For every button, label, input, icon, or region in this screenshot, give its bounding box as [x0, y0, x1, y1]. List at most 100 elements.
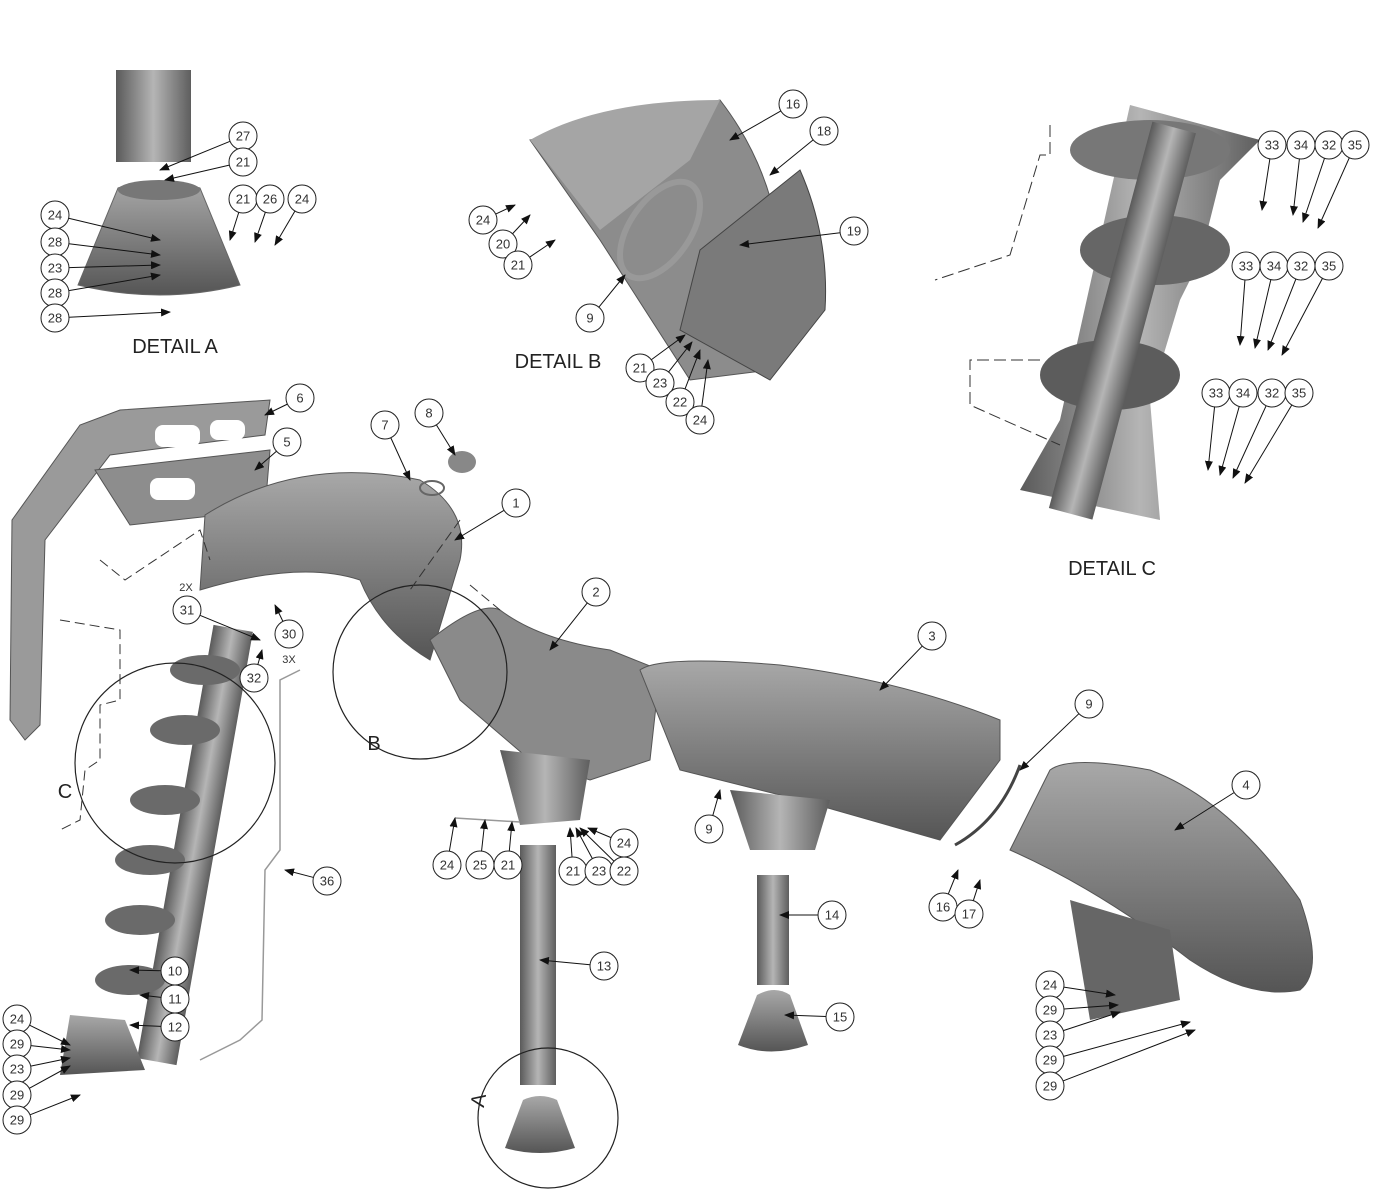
balloon-circle: [1284, 378, 1314, 408]
leader-arrow: [539, 956, 591, 966]
balloon-circle: [954, 899, 984, 929]
balloon-main: 25: [465, 819, 495, 880]
item-number: 1: [512, 496, 519, 511]
balloon-detail-b: 24: [685, 359, 715, 435]
balloon-circle: [694, 814, 724, 844]
balloon-main: 12: [129, 1012, 190, 1042]
leader-arrow: [129, 966, 162, 975]
balloon-detail-b: 21: [503, 239, 556, 280]
balloon-circle: [255, 184, 285, 214]
item-number: 34: [1236, 386, 1250, 401]
balloon-circle: [274, 619, 304, 649]
balloon-main: 29: [1035, 995, 1119, 1025]
item-number: 29: [10, 1088, 24, 1103]
leader-arrow: [199, 614, 261, 641]
leader-arrow: [1302, 158, 1325, 223]
leader-arrow: [1232, 405, 1267, 479]
leader-arrow: [712, 789, 722, 816]
leader-arrow: [879, 645, 923, 691]
balloon-circle: [589, 951, 619, 981]
leader-arrow: [507, 821, 516, 852]
item-number: 21: [511, 258, 525, 273]
item-number: 29: [1043, 1053, 1057, 1068]
item-number: 28: [48, 311, 62, 326]
balloon-circle: [1257, 130, 1287, 160]
balloon-circle: [609, 828, 639, 858]
item-number: 5: [283, 435, 290, 450]
item-number: 9: [586, 311, 593, 326]
balloon-circle: [825, 1002, 855, 1032]
balloon-detail-b: 20: [488, 214, 531, 259]
balloon-circle: [370, 410, 400, 440]
balloon-circle: [272, 427, 302, 457]
balloon-main: 29: [2, 1065, 71, 1110]
multiplier-2x: 2X: [179, 582, 193, 594]
item-number: 23: [48, 261, 62, 276]
item-number: 24: [10, 1012, 24, 1027]
balloon-main: 29: [2, 1029, 71, 1059]
balloon-detail-b: 24: [468, 204, 516, 235]
balloon-detail-c: 35: [1281, 251, 1344, 356]
leader-arrow: [254, 450, 277, 471]
balloon-main: 36: [284, 866, 342, 896]
leader-arrow: [729, 110, 782, 141]
balloon-main: 1: [454, 488, 531, 541]
balloon-circle: [501, 488, 531, 518]
balloon-detail-c: 35: [1244, 378, 1314, 484]
leader-arrow: [1259, 158, 1271, 211]
leader-arrow: [390, 437, 411, 481]
balloon-main: 16: [928, 869, 959, 922]
balloon-main: 17: [954, 879, 984, 929]
item-number: 21: [236, 192, 250, 207]
item-number: 3: [928, 629, 935, 644]
balloon-circle: [285, 383, 315, 413]
leader-arrow: [1019, 713, 1080, 771]
balloon-circle: [625, 353, 655, 383]
balloon-detail-a: 21: [228, 184, 258, 241]
leader-arrow: [769, 139, 814, 176]
balloon-detail-a: 28: [40, 303, 171, 333]
item-number: 33: [1239, 259, 1253, 274]
balloon-main: 13: [539, 951, 619, 981]
balloon-circle: [917, 621, 947, 651]
leader-arrow: [598, 274, 626, 308]
leader-arrow: [1063, 1011, 1121, 1032]
balloon-detail-c: 34: [1253, 251, 1289, 349]
leader-arrow: [1218, 406, 1240, 476]
balloon-detail-c: 33: [1231, 251, 1261, 346]
balloon-detail-b: 18: [769, 116, 839, 176]
item-number: 19: [847, 224, 861, 239]
balloon-detail-b: 9: [575, 274, 626, 333]
balloon-main: 21: [558, 827, 588, 886]
balloon-detail-a: 24: [274, 184, 317, 246]
leader-arrow: [139, 992, 162, 1000]
leader-arrow: [129, 1021, 162, 1030]
leader-arrow: [29, 1094, 81, 1116]
item-number: 32: [1322, 138, 1336, 153]
leader-arrow: [68, 308, 171, 318]
section-letter-c: C: [58, 781, 72, 803]
section-letter-a: A: [467, 1091, 491, 1109]
item-number: 35: [1322, 259, 1336, 274]
balloon-main: 29: [2, 1094, 81, 1135]
balloon-detail-c: 32: [1302, 130, 1344, 223]
leader-arrow: [1063, 1001, 1119, 1010]
item-number: 8: [425, 406, 432, 421]
balloon-detail-a: 24: [40, 200, 161, 242]
balloon-circle: [1228, 378, 1258, 408]
item-number: 34: [1294, 138, 1308, 153]
item-number: 2: [592, 585, 599, 600]
item-number: 15: [833, 1010, 847, 1025]
item-number: 35: [1292, 386, 1306, 401]
leader-arrow: [549, 602, 588, 651]
balloon-circle: [645, 368, 675, 398]
leader-arrow: [68, 261, 161, 270]
balloon-main: 29: [1035, 1029, 1196, 1101]
balloon-circle: [778, 89, 808, 119]
balloon-main: 2: [549, 577, 611, 651]
balloon-circle: [312, 866, 342, 896]
balloon-circle: [2, 1105, 32, 1135]
balloon-circle: [1314, 251, 1344, 281]
balloon-circle: [581, 577, 611, 607]
